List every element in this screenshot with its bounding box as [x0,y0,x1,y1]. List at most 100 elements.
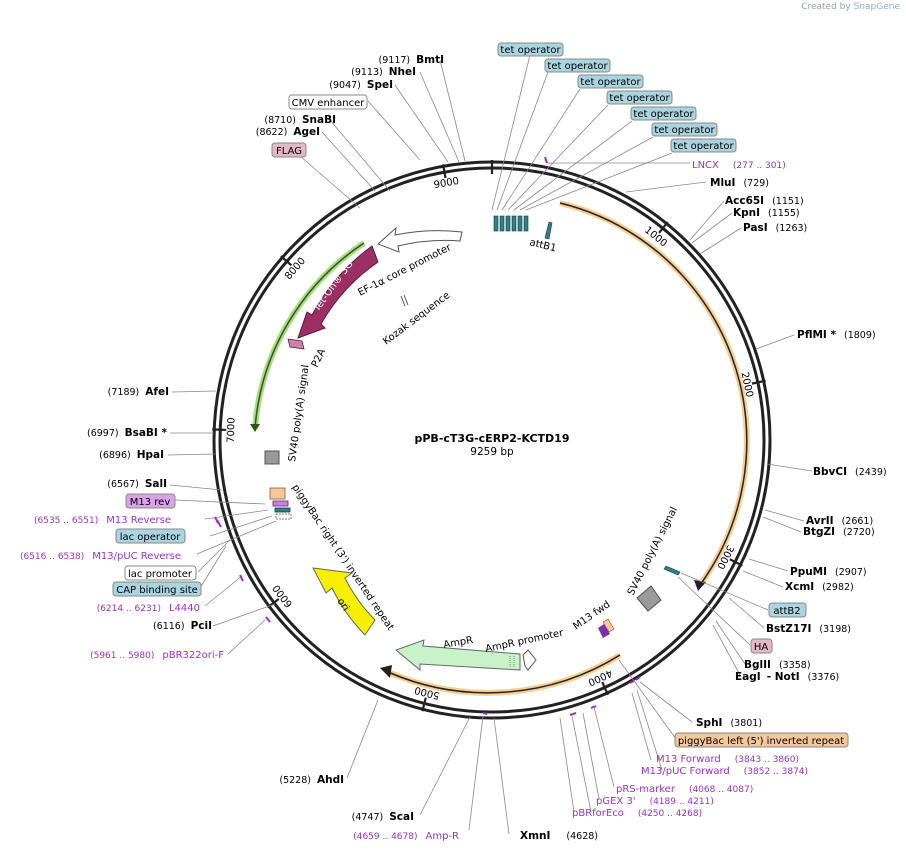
primer-8: pGEX 3' [596,796,636,807]
ampr-promoter-arrow [522,649,537,671]
site-right-pos-4: (1809) [844,330,876,341]
site-left-8: SalI [145,478,167,490]
site-right-8: PpuMI [790,566,827,578]
orange-arc-right-glow [559,200,750,587]
primer-6: M13/pUC Forward [641,766,730,777]
lacop-label: lac operator [120,532,181,543]
tet-operator-box-3 [577,74,644,89]
tick-2000 [751,379,766,385]
attb1-label: attB1 [528,237,557,254]
teton-3g-arrow [297,245,379,339]
green-arc-head [250,424,260,432]
primer-range-6: (3852 .. 3874) [744,767,808,777]
primer-range-3: (6214 .. 6231) [97,604,161,614]
tet-operator-blocks [493,215,529,232]
site-right-9: XcmI [785,581,814,593]
ampr-dots [509,656,515,668]
site-left-pos-4: (8622) [256,127,288,138]
primer-5: M13 Forward [656,754,721,765]
orange-arc-bottom [387,654,621,694]
site-right-10: BstZ17I [766,623,811,635]
sv40-left-label: SV40 poly(A) signal [287,364,311,462]
site-right-pos-5: (2439) [855,467,887,478]
m13fwd-block [598,618,615,638]
site-right-pos-7: (2720) [843,527,875,538]
cmv-box [288,94,368,110]
site-left-pos-3: (8710) [264,115,296,126]
ampr-arrow [395,639,521,672]
tet-operator-box-2 [544,58,611,73]
attb1-block [544,221,553,240]
primer-9: pBRforEco [572,808,624,819]
site-right-3: PasI [743,222,768,234]
ha-label: HA [754,642,769,653]
tet-operator-label-4: tet operator [609,93,670,104]
piggybac-left-label: piggyBac left (5') inverted repeat [678,736,844,747]
cap-label: CAP binding site [116,585,198,596]
cmv-label: CMV enhancer [292,98,366,109]
lacprom-box [124,565,197,581]
tet-operator-label-2: tet operator [547,61,608,72]
lacop-box [115,528,186,544]
snapgene-credit: Created by SnapGene [801,2,900,12]
m13rev-box [125,493,176,509]
primer-range-1: (6535 .. 6551) [34,516,98,526]
site-right-pos-6: (2661) [842,516,874,527]
leader-lines [167,54,813,835]
kozak-label: Kozak sequence [381,290,452,347]
left-sites: BmtI(9117)NheI(9113)SpeI(9047)SnaBI(8710… [87,54,598,842]
ampr-promoter-label: AmpR promoter [484,627,565,654]
ampr-label: AmpR [443,635,474,651]
site-left-10: AhdI [317,774,344,786]
site-right-12: EagI [735,671,761,683]
primer-0: LNCX [692,160,719,171]
tick-8000 [280,255,293,267]
plasmid-size: 9259 bp [470,446,514,458]
site-right-pos-10: (3198) [819,624,851,635]
site-right-0: MluI [710,177,735,189]
credit-brand: SnapGene [853,2,900,12]
orange-arc-bottom-head [380,665,392,678]
site-right-pos-13: (3801) [730,718,762,729]
ef1a-promoter-arrow [377,226,463,253]
tick-label-9000: 9000 [433,176,460,191]
site-left-1: NheI [389,66,416,78]
tet-operator-label-1: tet operator [500,45,561,56]
tick-9000 [441,164,447,179]
primer-range-8: (4189 .. 4211) [650,797,714,807]
site-left-pos-2: (9047) [329,80,361,91]
tet-operator-box-7 [670,138,737,153]
tet-operator-label-7: tet operator [673,141,734,152]
tick-5000 [421,697,427,712]
sv40-left-block [264,450,280,465]
primer-10: Amp-R [426,831,460,842]
p2a-label: P2A [310,347,328,369]
site-right-pos-0: (729) [743,178,769,189]
site-left-pos-0: (9117) [379,55,411,66]
ha-box [750,638,773,654]
green-arc [254,242,365,429]
site-right-pos-2: (1155) [768,208,800,219]
site-left-pos-7: (6896) [99,450,131,461]
lacprom-label: lac promoter [128,569,193,580]
primer-7: pRS-marker [616,784,676,795]
tet-operator-box-1 [497,42,564,57]
cap-box [112,581,202,597]
sv40-right-label: SV40 poly(A) signal [626,505,680,597]
tet-operator-box-4 [606,90,673,105]
primer-range-10: (4659 .. 4678) [353,832,417,842]
flag-box [271,142,307,158]
credit-prefix: Created by [801,2,851,12]
site-right-1: Acc65I [725,195,764,207]
tet-operator-box-6 [651,122,718,137]
tet-operator-label-5: tet operator [633,109,694,120]
primer-3: L4440 [169,603,200,614]
site-right-pos-8: (2907) [835,567,867,578]
site-left-pos-10: (5228) [279,775,311,786]
flag-label: FLAG [276,146,302,157]
site-right-pos-9: (2982) [822,582,854,593]
tet-operator-label-6: tet operator [654,125,715,136]
primer-range-4: (5961 .. 5980) [90,651,154,661]
site-right-5: BbvCI [813,466,847,478]
